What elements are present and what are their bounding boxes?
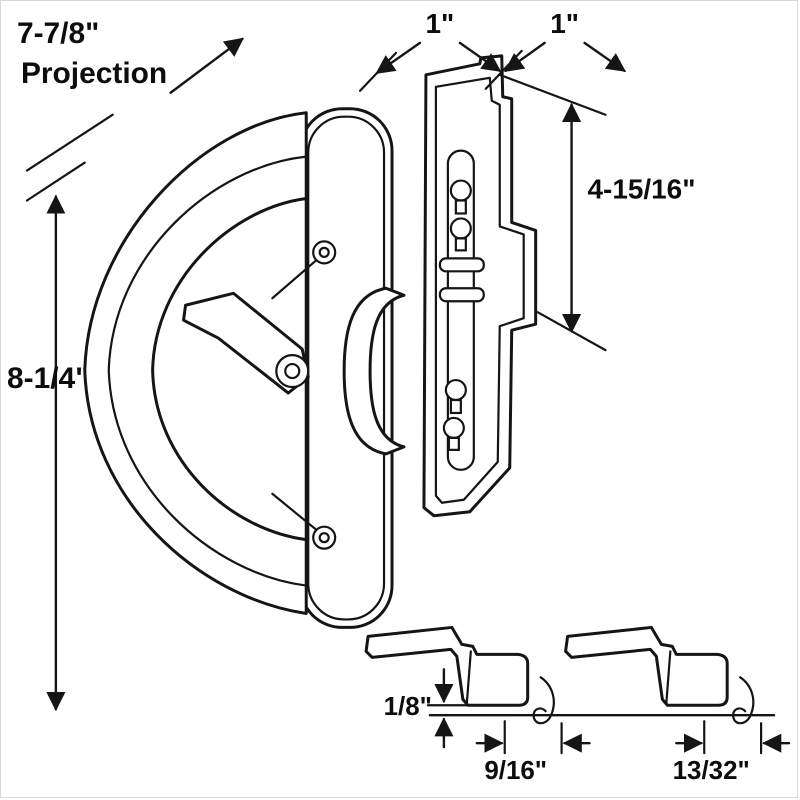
plate-pins <box>438 179 485 451</box>
width-b-arrow-left <box>504 41 546 73</box>
latch-lever-right <box>564 625 755 725</box>
screw-hole-top-axis-line <box>271 259 318 300</box>
pin-top-1 <box>449 179 472 202</box>
screw-hole-top-center <box>318 246 330 258</box>
keeper-plate <box>422 54 538 518</box>
pin-middle-1 <box>438 257 485 273</box>
latch-lever-right-body <box>564 625 729 707</box>
latch-lever-left-body <box>364 625 530 707</box>
latch-lever-right-edge-line <box>665 650 672 705</box>
keeper-plate-channel <box>446 149 475 471</box>
width-a-extension-line <box>359 51 398 92</box>
screw-hole-bottom-axis-line <box>271 492 318 531</box>
latch-lever-left-edge-line <box>465 650 472 705</box>
width-a-arrow-right <box>458 41 502 73</box>
width-a-arrow-left <box>375 41 422 75</box>
width-b-extension-line <box>484 49 523 90</box>
keeper-plate-outline <box>422 54 538 518</box>
lever-offset-a-label: 9/16" <box>484 757 547 785</box>
pin-top-1-stem <box>454 199 467 215</box>
projection-extension-line-b <box>25 161 86 202</box>
pin-bottom-2 <box>442 416 465 440</box>
projection-word-label: Projection <box>21 57 167 90</box>
plate-height-extension-top <box>498 73 607 116</box>
thickness-dimension: 1/8" <box>384 668 469 749</box>
thumb-latch-pivot-center <box>284 362 301 380</box>
pin-bottom-1-stem <box>449 398 462 415</box>
handle-grip-opening <box>151 197 308 542</box>
mounting-clip <box>342 286 406 456</box>
plate-width-a-label: 1" <box>426 8 455 39</box>
latch-lever-left-hook <box>532 676 555 725</box>
height-value-label: 8-1/4" <box>7 362 89 395</box>
plate-height-dimension: 4-15/16" <box>498 73 696 352</box>
plate-width-b-label: 1" <box>550 8 579 39</box>
top-width-dimension-a: 1" <box>359 8 502 92</box>
pin-top-2-stem <box>454 237 467 252</box>
offset-dimension-b: 13/32" <box>673 720 791 785</box>
projection-extension-line-a <box>25 113 114 172</box>
thumb-latch-lever <box>182 291 310 395</box>
latch-lever-left <box>364 625 555 725</box>
pin-top-2 <box>449 217 472 240</box>
height-dimension: 8-1/4" <box>7 194 89 712</box>
handle-grip-rim-line <box>107 155 308 587</box>
top-width-dimension-b: 1" <box>484 8 627 90</box>
keeper-plate-inner-line <box>434 76 525 504</box>
pin-middle-2 <box>438 287 485 303</box>
width-b-arrow-right <box>583 41 627 73</box>
plate-height-label: 4-15/16" <box>588 174 696 205</box>
lever-thickness-label: 1/8" <box>384 693 432 721</box>
screw-hole-bottom-center <box>318 532 330 544</box>
projection-arrow <box>169 37 244 94</box>
pin-bottom-1 <box>444 378 467 402</box>
latch-lever-right-hook <box>732 676 755 725</box>
pin-bottom-2-stem <box>447 436 460 451</box>
offset-dimension-a: 9/16" <box>475 720 591 785</box>
projection-dimension: 7-7/8" Projection <box>17 17 244 202</box>
lever-offset-b-label: 13/32" <box>673 757 750 785</box>
projection-value-label: 7-7/8" <box>17 17 99 50</box>
door-handle <box>83 107 406 629</box>
